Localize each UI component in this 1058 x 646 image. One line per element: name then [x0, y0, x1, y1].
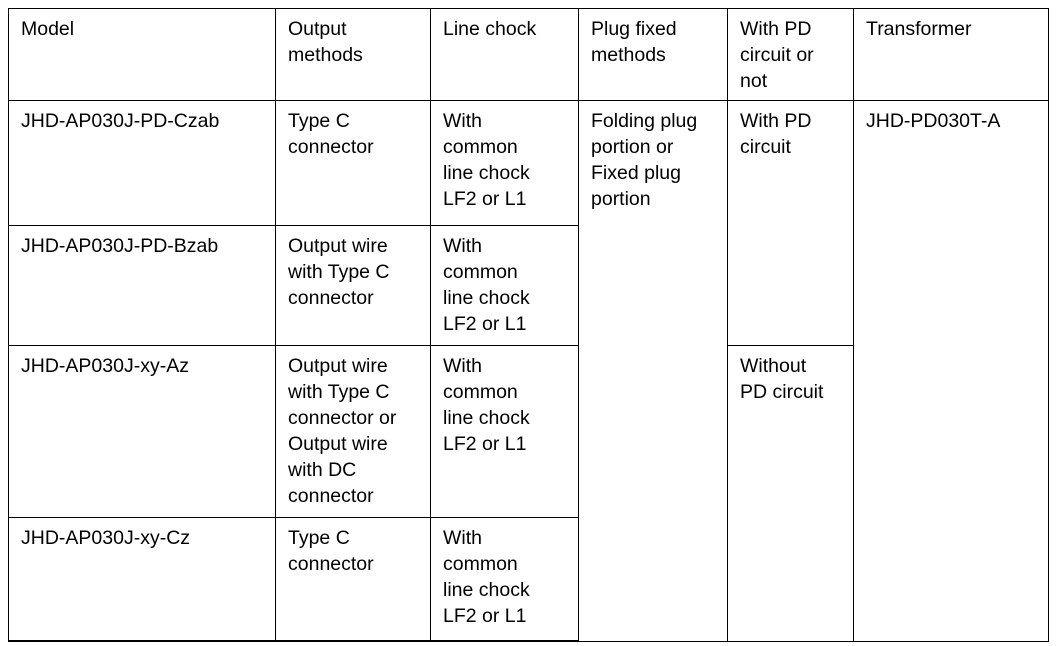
cell-model: JHD-AP030J-PD-Czab [8, 100, 276, 226]
cell-without-pd-circuit-merged: Without PD circuit [727, 345, 854, 642]
cell-model-value: JHD-AP030J-PD-Bzab [21, 235, 219, 257]
column-header-transformer: Transformer [853, 8, 1049, 101]
cell-line-chock-value: With common line chock LF2 or L1 [443, 527, 530, 627]
table-row: JHD-AP030J-PD-Czab Type C connector With… [8, 100, 1049, 642]
column-header-model-label: Model [21, 18, 75, 40]
table-row: JHD-AP030J-PD-Bzab Output wire with Type… [8, 225, 1049, 346]
cell-model-value: JHD-AP030J-xy-Cz [21, 527, 191, 549]
cell-line-chock: With common line chock LF2 or L1 [430, 345, 579, 518]
cell-transformer-value: JHD-PD030T-A [866, 110, 1001, 132]
cell-output-methods: Type C connector [275, 517, 431, 642]
cell-model: JHD-AP030J-PD-Bzab [8, 225, 276, 346]
cell-output-methods: Output wire with Type C connector [275, 225, 431, 346]
cell-with-pd-circuit-merged: With PD circuit [727, 100, 854, 346]
column-header-transformer-label: Transformer [866, 18, 972, 40]
table-header-row: Model Output methods Line chock Plug fix… [8, 8, 1049, 101]
column-header-output-methods: Output methods [275, 8, 431, 101]
cell-model: JHD-AP030J-xy-Cz [8, 517, 276, 642]
column-header-with-pd-circuit-or-not: With PD circuit or not [727, 8, 854, 101]
cell-with-pd-circuit-value: With PD circuit [740, 110, 812, 158]
cell-transformer-merged: JHD-PD030T-A [853, 100, 1049, 642]
model-specification-table: Model Output methods Line chock Plug fix… [8, 8, 1049, 642]
cell-output-methods: Output wire with Type C connector or Out… [275, 345, 431, 518]
table-row: JHD-AP030J-xy-Az Output wire with Type C… [8, 345, 1049, 642]
cell-output-methods: Type C connector [275, 100, 431, 226]
cell-model-value: JHD-AP030J-PD-Czab [21, 110, 220, 132]
table-row: JHD-AP030J-xy-Cz Type C connector With c… [8, 517, 1049, 642]
column-header-output-methods-label: Output methods [288, 18, 363, 66]
column-header-plug-fixed-methods-label: Plug fixed methods [591, 18, 677, 66]
cell-line-chock-value: With common line chock LF2 or L1 [443, 355, 530, 455]
column-header-line-chock: Line chock [430, 8, 579, 101]
cell-line-chock: With common line chock LF2 or L1 [430, 100, 579, 226]
cell-line-chock-value: With common line chock LF2 or L1 [443, 110, 530, 210]
cell-line-chock-value: With common line chock LF2 or L1 [443, 235, 530, 335]
column-header-model: Model [8, 8, 276, 101]
cell-plug-fixed-methods-value: Folding plug portion or Fixed plug porti… [591, 110, 698, 210]
cell-model: JHD-AP030J-xy-Az [8, 345, 276, 518]
cell-line-chock: With common line chock LF2 or L1 [430, 517, 579, 642]
cell-output-methods-value: Output wire with Type C connector [288, 235, 390, 309]
cell-output-methods-value: Type C connector [288, 110, 374, 158]
cell-plug-fixed-methods-merged: Folding plug portion or Fixed plug porti… [578, 100, 728, 642]
cell-line-chock: With common line chock LF2 or L1 [430, 225, 579, 346]
column-header-with-pd-circuit-or-not-label: With PD circuit or not [740, 18, 814, 92]
cell-output-methods-value: Type C connector [288, 527, 374, 575]
cell-output-methods-value: Output wire with Type C connector or Out… [288, 355, 397, 507]
cell-without-pd-circuit-value: Without PD circuit [740, 355, 824, 403]
column-header-plug-fixed-methods: Plug fixed methods [578, 8, 728, 101]
cell-model-value: JHD-AP030J-xy-Az [21, 355, 189, 377]
column-header-line-chock-label: Line chock [443, 18, 537, 40]
